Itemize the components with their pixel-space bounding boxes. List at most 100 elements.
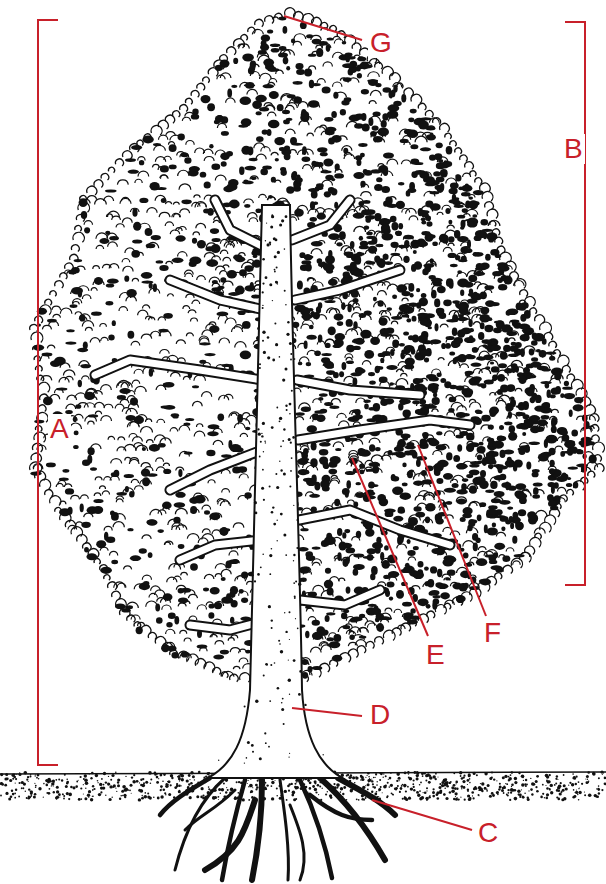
- leaf-cluster: [497, 436, 504, 442]
- leaf-cluster: [401, 94, 406, 102]
- soil-dot: [68, 793, 72, 797]
- soil-dot: [377, 781, 378, 782]
- soil-dot: [428, 796, 430, 798]
- leaf-outline: [401, 160, 411, 164]
- leaf-outline: [134, 486, 143, 490]
- soil-dot: [398, 777, 401, 780]
- soil-dot: [530, 778, 531, 779]
- soil-dot: [218, 788, 221, 791]
- leaf-outline: [223, 257, 231, 261]
- leaf-cluster: [420, 319, 432, 326]
- soil-dot: [407, 771, 410, 774]
- leaf-outline: [132, 278, 138, 281]
- leaf-cluster: [359, 470, 364, 475]
- soil-dot: [428, 781, 431, 784]
- leaf-cluster: [364, 226, 369, 230]
- leaf-cluster: [319, 442, 331, 447]
- soil-dot: [223, 783, 225, 785]
- leaf-cluster: [324, 402, 333, 406]
- leaf-outline: [312, 562, 320, 565]
- soil-dot: [386, 796, 388, 798]
- leaf-outline: [479, 368, 491, 374]
- leaf-cluster: [437, 569, 442, 578]
- soil-dot: [138, 789, 141, 792]
- soil-dot: [19, 782, 21, 784]
- soil-dot: [523, 780, 524, 781]
- soil-dot: [508, 776, 510, 778]
- soil-dot: [92, 789, 94, 791]
- soil-dot: [99, 783, 102, 786]
- leaf-cluster: [192, 385, 199, 388]
- soil-dot: [19, 772, 20, 773]
- leaf-outline: [73, 301, 80, 304]
- soil-dot: [463, 775, 465, 777]
- soil-dot: [578, 791, 581, 794]
- leaf-outline: [63, 370, 75, 376]
- leaf-cluster: [337, 321, 343, 326]
- leaf-outline: [135, 179, 142, 183]
- leaf-cluster: [373, 112, 381, 117]
- leaf-cluster: [383, 169, 388, 176]
- soil-dot: [226, 787, 227, 788]
- soil-dot: [64, 774, 66, 776]
- soil-dot: [296, 781, 298, 783]
- soil-dot: [405, 790, 407, 792]
- soil-dot: [103, 784, 105, 786]
- soil-dot: [405, 798, 408, 801]
- soil-dot: [150, 783, 152, 785]
- leaf-outline: [122, 218, 132, 223]
- soil-dot: [209, 789, 210, 790]
- soil-dot: [376, 791, 378, 793]
- soil-dot: [478, 794, 480, 796]
- soil-dot: [34, 783, 35, 784]
- soil-dot: [78, 780, 79, 781]
- soil-dot: [63, 795, 65, 797]
- leaf-outline: [294, 34, 306, 39]
- leaf-cluster: [501, 526, 505, 531]
- soil-dot: [108, 776, 109, 777]
- soil-dot: [157, 797, 160, 800]
- leaf-cluster: [487, 527, 498, 535]
- leaf-cluster: [403, 331, 409, 335]
- soil-dot: [404, 796, 405, 797]
- leaf-outline: [337, 413, 346, 418]
- leaf-cluster: [367, 548, 376, 554]
- leaf-outline: [396, 379, 408, 385]
- root: [252, 780, 262, 880]
- soil-dot: [242, 798, 245, 801]
- soil-dot: [38, 778, 40, 780]
- leaf-cluster: [510, 522, 514, 529]
- soil-dot: [12, 793, 15, 796]
- leaf-cluster: [221, 131, 229, 136]
- leaf-cluster: [220, 650, 229, 655]
- leaf-outline: [555, 446, 563, 450]
- soil-dot: [346, 775, 348, 777]
- leaf-outline: [244, 199, 254, 203]
- soil-dot: [248, 780, 249, 781]
- soil-dot: [49, 780, 51, 782]
- soil-dot: [14, 797, 16, 799]
- soil-dot: [255, 784, 258, 787]
- soil-dot: [367, 789, 369, 791]
- soil-dot: [46, 792, 48, 794]
- leaf-cluster: [457, 278, 469, 287]
- soil-dot: [498, 788, 500, 790]
- leaf-cluster: [480, 322, 485, 329]
- soil-dot: [413, 786, 415, 788]
- soil-dot: [117, 781, 119, 783]
- soil-dot: [464, 799, 466, 801]
- soil-dot: [460, 775, 462, 777]
- leaf-cluster: [203, 588, 209, 592]
- soil-dot: [453, 784, 456, 787]
- soil-dot: [30, 776, 32, 778]
- leaf-outline: [53, 314, 61, 317]
- leaf-outline: [473, 322, 480, 325]
- soil-dot: [186, 779, 189, 782]
- soil-dot: [88, 790, 91, 793]
- leaf-cluster: [107, 279, 119, 284]
- leaf-cluster: [328, 250, 332, 258]
- soil-dot: [75, 785, 78, 788]
- leaf-outline: [110, 551, 118, 555]
- soil-dot: [147, 793, 149, 795]
- soil-dot: [493, 778, 495, 780]
